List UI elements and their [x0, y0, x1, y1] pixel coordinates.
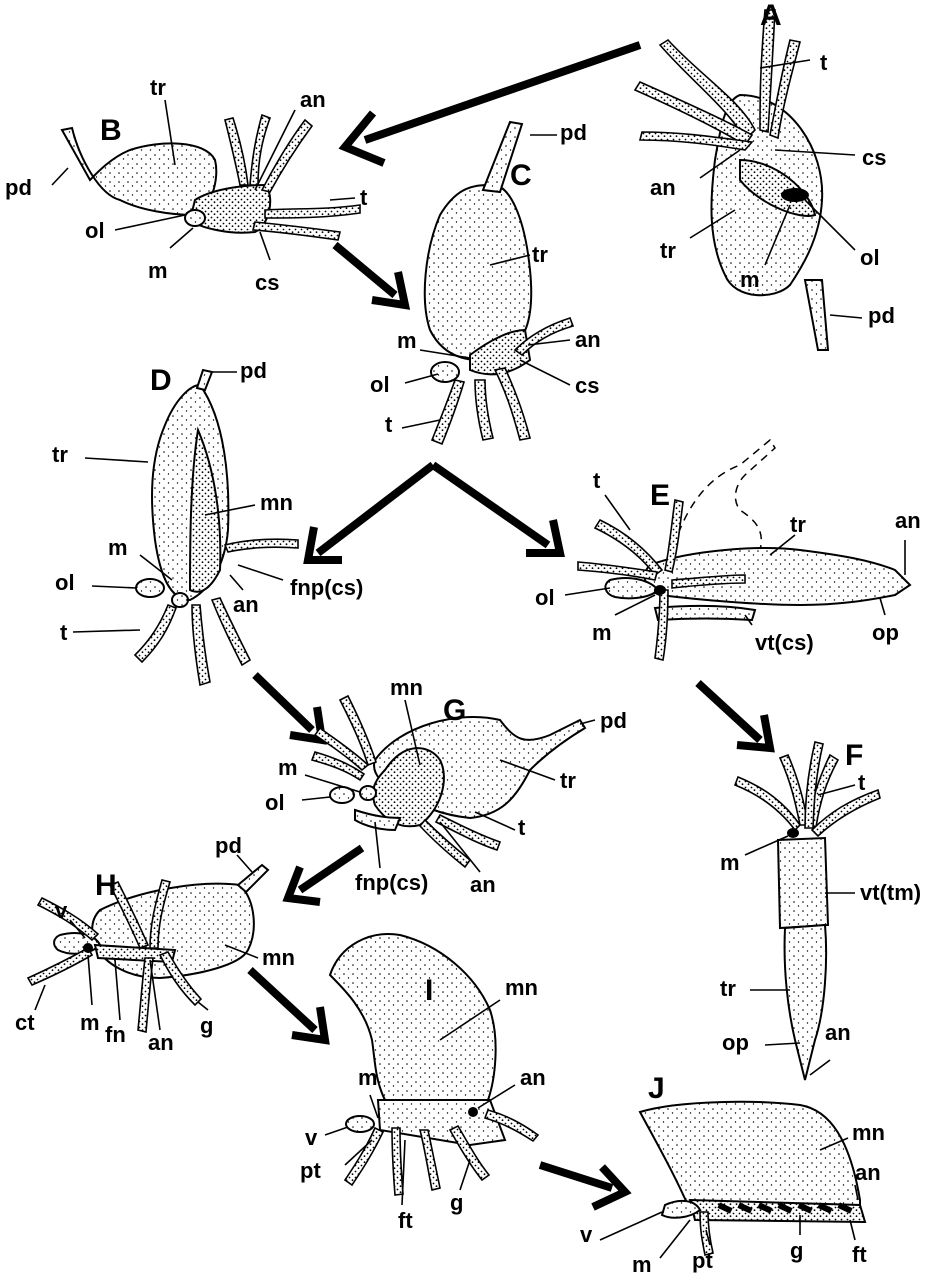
label-c-t: t [385, 412, 393, 437]
label-h-m: m [80, 1010, 100, 1035]
arrow-a-to-b [345, 45, 640, 163]
label-c-pd: pd [560, 120, 587, 145]
panel-letter-j: J [648, 1072, 665, 1105]
label-c-tr: tr [532, 242, 548, 267]
label-a-an: an [650, 175, 676, 200]
label-b-pd: pd [5, 175, 32, 200]
stage-c-drawing [425, 122, 573, 444]
label-e-op: op [872, 620, 899, 645]
label-a-ol: ol [860, 245, 880, 270]
panel-letter-i: I [425, 974, 433, 1007]
label-a-t: t [820, 50, 828, 75]
label-f-t: t [858, 770, 866, 795]
arrow-b-to-c [335, 245, 405, 305]
stage-e-drawing [578, 440, 910, 660]
label-g-an: an [470, 872, 496, 897]
label-j-g: g [790, 1238, 803, 1263]
label-e-m: m [592, 620, 612, 645]
label-c-cs: cs [575, 373, 599, 398]
label-a-cs: cs [862, 145, 886, 170]
label-b-m: m [148, 258, 168, 283]
label-i-mn: mn [505, 975, 538, 1000]
label-c-an: an [575, 327, 601, 352]
label-h-g-text: g [200, 1013, 213, 1038]
label-b-an: an [300, 87, 326, 112]
label-g-pd: pd [600, 708, 627, 733]
label-j-mn: mn [852, 1120, 885, 1145]
label-d-mn: mn [260, 490, 293, 515]
label-h-ct: ct [15, 1010, 35, 1035]
label-g-ol: ol [265, 790, 285, 815]
stage-d-drawing [135, 370, 298, 685]
label-b-cs: cs [255, 270, 279, 295]
panel-letter-c: C [510, 159, 532, 192]
label-g-mn: mn [390, 675, 423, 700]
label-i-g: g [450, 1190, 463, 1215]
label-h-v: v [55, 898, 68, 923]
label-d-ol: ol [55, 570, 75, 595]
label-a-m: m [740, 267, 760, 292]
label-b-ol: ol [85, 218, 105, 243]
label-g-tr: tr [560, 768, 576, 793]
label-d-fnp: fnp(cs) [290, 575, 363, 600]
label-f-m: m [720, 850, 740, 875]
arrow-e-to-f [698, 683, 770, 748]
label-j-v: v [580, 1222, 593, 1247]
label-f-vt: vt(tm) [860, 880, 921, 905]
label-h-fn: fn [105, 1022, 126, 1047]
label-a-pd: pd [868, 303, 895, 328]
label-g-m: m [278, 755, 298, 780]
arrow-c-to-d [308, 465, 433, 560]
label-i-ft: ft [398, 1208, 413, 1233]
label-d-pd: pd [240, 358, 267, 383]
arrow-d-to-g [255, 675, 322, 740]
label-i-pt: pt [300, 1158, 321, 1183]
arrow-g-to-h [288, 848, 362, 902]
label-h-pd: pd [215, 833, 242, 858]
label-d-m: m [108, 535, 128, 560]
label-d-t: t [60, 620, 68, 645]
label-g-fnp: fnp(cs) [355, 870, 428, 895]
label-b-t: t [360, 185, 368, 210]
stage-j-drawing [640, 1102, 865, 1255]
label-b-tr: tr [150, 75, 166, 100]
label-h-mn: mn [262, 945, 295, 970]
label-d-tr: tr [52, 442, 68, 467]
label-c-ol: ol [370, 372, 390, 397]
label-j-m: m [632, 1252, 652, 1274]
label-e-vt: vt(cs) [755, 630, 814, 655]
label-f-an: an [825, 1020, 851, 1045]
label-d-an: an [233, 592, 259, 617]
label-g-t: t [518, 815, 526, 840]
label-f-tr: tr [720, 976, 736, 1001]
label-e-ol: ol [535, 585, 555, 610]
label-e-an: an [895, 508, 921, 533]
label-i-an: an [520, 1065, 546, 1090]
label-j-ft: ft [852, 1242, 867, 1267]
label-e-tr: tr [790, 512, 806, 537]
panel-letter-e: E [650, 479, 670, 512]
panel-letter-g: G [443, 694, 466, 727]
panel-letter-f: F [845, 739, 863, 772]
label-a-tr: tr [660, 238, 676, 263]
panel-letter-h: H [95, 869, 117, 902]
label-j-pt: pt [692, 1248, 713, 1273]
arrow-h-to-i [250, 970, 325, 1040]
arrow-i-to-j [540, 1165, 625, 1207]
label-i-m: m [358, 1065, 378, 1090]
label-i-v: v [305, 1125, 318, 1150]
panel-letter-d: D [150, 364, 172, 397]
panel-letter-a: A [760, 0, 782, 32]
label-h-an: an [148, 1030, 174, 1055]
label-j-an: an [855, 1160, 881, 1185]
label-f-op: op [722, 1030, 749, 1055]
label-c-m: m [397, 328, 417, 353]
panel-letter-b: B [100, 114, 122, 147]
label-e-t: t [593, 468, 601, 493]
arrow-c-to-e [433, 465, 560, 553]
